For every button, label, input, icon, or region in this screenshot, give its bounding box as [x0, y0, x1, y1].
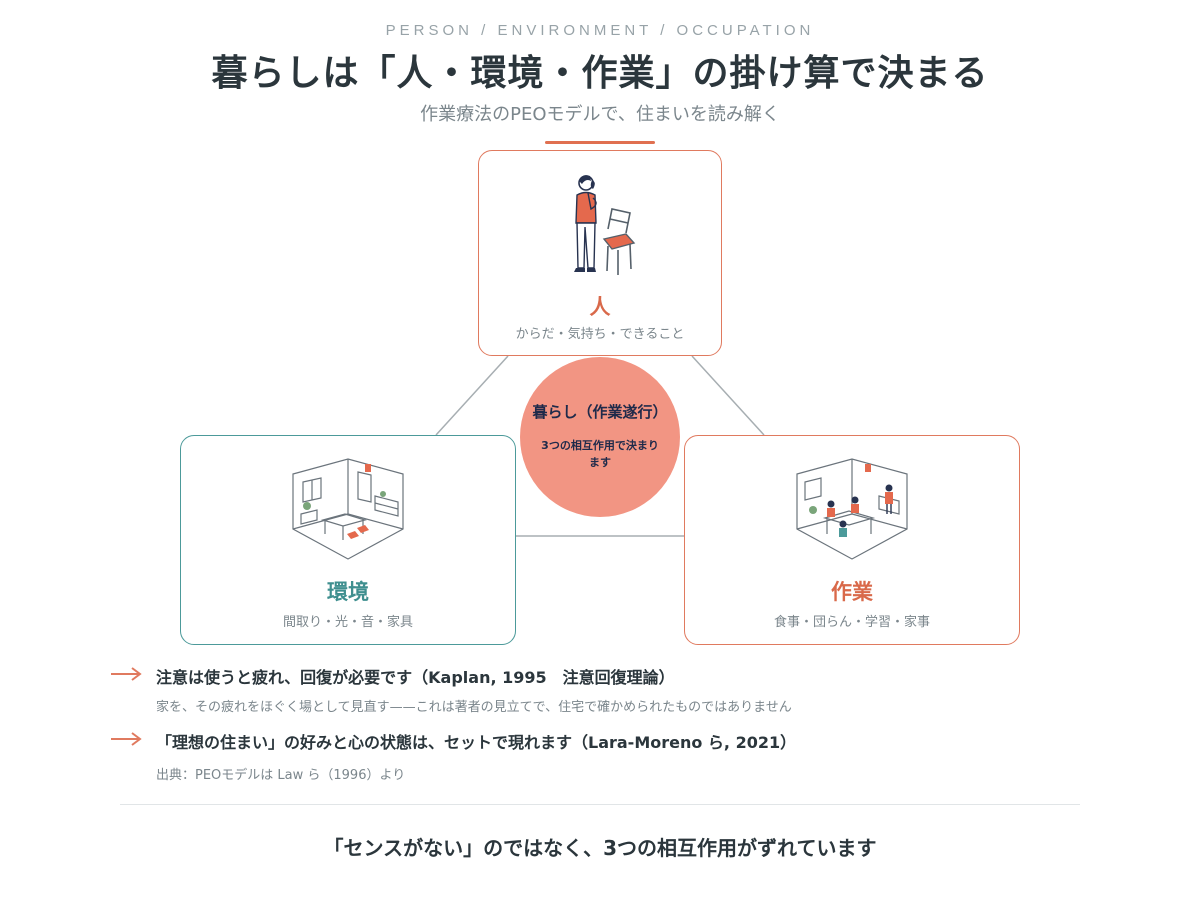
divider [120, 804, 1080, 805]
accent-bar [545, 141, 655, 144]
center-sub: 3つの相互作用で決まります [541, 439, 659, 469]
center-circle: 暮らし（作業遂行） 3つの相互作用で決まります [520, 357, 680, 517]
eyebrow: PERSON / ENVIRONMENT / OCCUPATION [385, 22, 815, 39]
note-2-headline: 「理想の住まい」の好みと心の状態は、セットで現れます（Lara-Moreno ら… [156, 733, 797, 752]
footer-message: 「センスがない」のではなく、3つの相互作用がずれています [323, 836, 877, 860]
arrow-right-icon [111, 732, 142, 746]
person-label: 人 [589, 295, 611, 319]
environment-card: 環境 間取り・光・音・家具 [180, 435, 516, 645]
environment-label: 環境 [327, 580, 369, 604]
note-1-detail: 家を、その疲れをほぐく場として見直す——これは著者の見立てで、住宅で確かめられた… [156, 700, 792, 715]
room-interior-icon [292, 458, 404, 560]
connector-person-environment [435, 355, 509, 436]
center-title: 暮らし（作業遂行） [532, 403, 668, 421]
family-dining-icon [796, 458, 908, 560]
person-with-chair-icon [574, 175, 636, 275]
environment-sub: 間取り・光・音・家具 [282, 615, 413, 630]
occupation-sub: 食事・団らん・学習・家事 [773, 615, 930, 630]
person-card: 人 からだ・気持ち・できること [478, 150, 722, 356]
occupation-label: 作業 [831, 580, 873, 604]
arrow-right-icon [111, 667, 142, 681]
person-sub: からだ・気持ち・できること [515, 327, 685, 342]
connector-person-occupation [691, 355, 765, 436]
occupation-card: 作業 食事・団らん・学習・家事 [684, 435, 1020, 645]
page-title: 暮らしは「人・環境・作業」の掛け算で決まる [211, 53, 989, 94]
note-1-headline: 注意は使うと疲れ、回復が必要です（Kaplan, 1995 注意回復理論） [156, 668, 675, 687]
source-citation: 出典：PEOモデルは Law ら（1996）より [156, 768, 406, 783]
page-subtitle: 作業療法のPEOモデルで、住まいを読み解く [420, 104, 780, 125]
